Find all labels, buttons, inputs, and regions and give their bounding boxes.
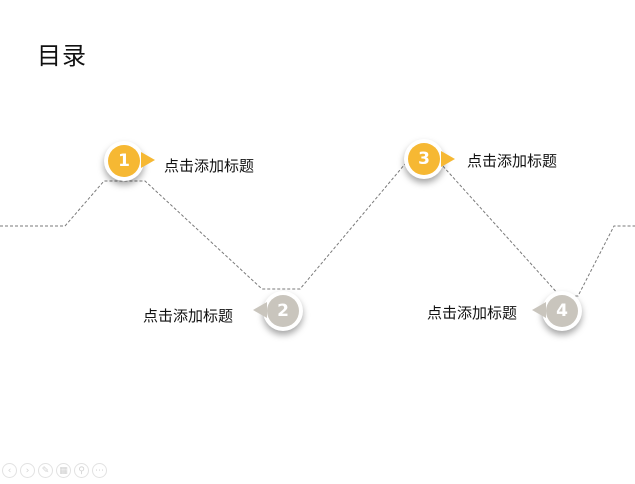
slideshow-nav: ‹ › ✎ ▦ ⚲ ⋯ xyxy=(2,463,107,478)
item-3-number: 3 xyxy=(408,143,440,175)
item-2-marker: 2 xyxy=(263,291,303,331)
next-icon[interactable]: › xyxy=(20,463,35,478)
item-4-pointer-icon xyxy=(532,302,546,318)
item-1-number: 1 xyxy=(108,145,140,177)
prev-icon[interactable]: ‹ xyxy=(2,463,17,478)
item-3-marker: 3 xyxy=(404,139,444,179)
item-1-marker: 1 xyxy=(104,141,144,181)
item-4-marker: 4 xyxy=(542,291,582,331)
item-4-label: 点击添加标题 xyxy=(427,304,518,322)
item-2-number: 2 xyxy=(267,295,299,327)
item-2-label: 点击添加标题 xyxy=(143,307,234,325)
item-4-number: 4 xyxy=(546,295,578,327)
zoom-icon[interactable]: ⚲ xyxy=(74,463,89,478)
item-2-pointer-icon xyxy=(253,302,267,318)
slide-title: 目录 xyxy=(37,42,87,70)
more-icon[interactable]: ⋯ xyxy=(92,463,107,478)
item-3-label: 点击添加标题 xyxy=(467,152,558,170)
item-3-pointer-icon xyxy=(441,151,455,167)
slides-icon[interactable]: ▦ xyxy=(56,463,71,478)
pen-icon[interactable]: ✎ xyxy=(38,463,53,478)
item-1-pointer-icon xyxy=(141,152,155,168)
item-1-label: 点击添加标题 xyxy=(164,157,255,175)
